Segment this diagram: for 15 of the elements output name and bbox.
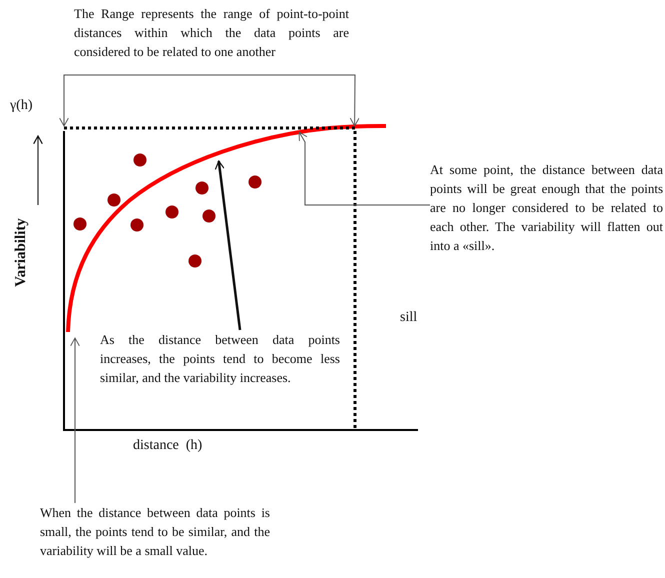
variogram-curve [66, 124, 386, 332]
annotation-text: The Range represents the range of point-to-point distances within which the data points are considered to be related to one another [74, 5, 349, 61]
leader-arrow [70, 338, 80, 504]
annotation-text: At some point, the distance between data points will be great enough that the points are no longer considered to be related to each other. The variability will flatten out into a «sill». [430, 161, 663, 255]
leader-arrow [59, 74, 210, 126]
leader-arrow [209, 74, 360, 126]
axis-label: γ(h) [10, 98, 33, 114]
leader-arrow [298, 132, 430, 206]
annotation-text: As the distance between data points increases, the points tend to become less similar, and the variability increases. [100, 331, 340, 387]
annotation-text: When the distance between data points is small, the points tend to be similar, and the variability will be a small value. [40, 504, 270, 560]
axis-label: distance (h) [133, 438, 202, 454]
leader-arrow [214, 160, 242, 330]
sill-range-dotted-line [64, 126, 356, 430]
axis-label: Variability [12, 218, 30, 287]
sill-label: sill [400, 310, 418, 326]
